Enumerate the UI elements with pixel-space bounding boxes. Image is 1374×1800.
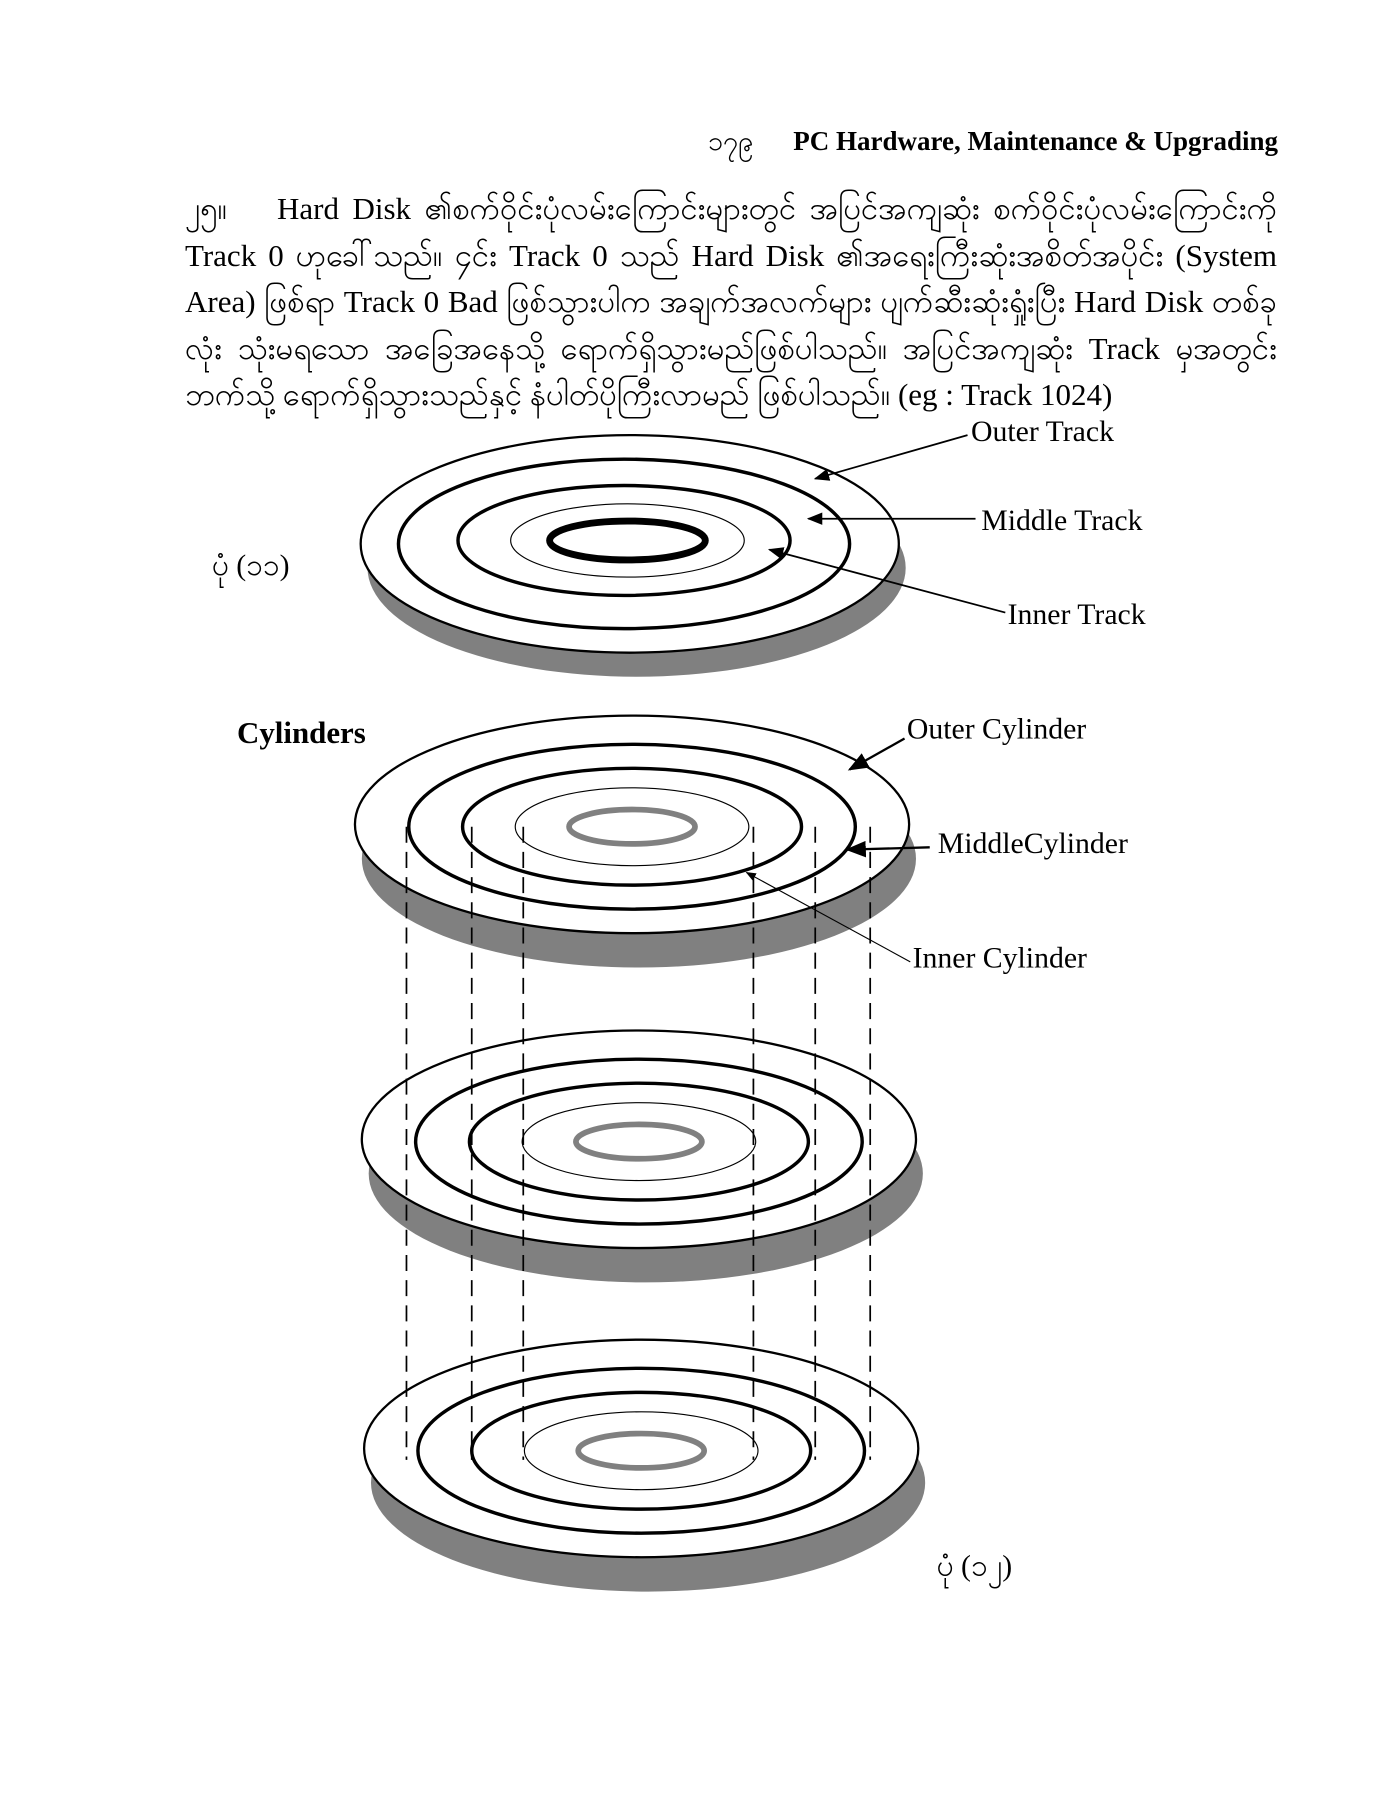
inner-cylinder-ring [523, 1411, 759, 1491]
middle-cylinder-label: MiddleCylinder [938, 827, 1128, 860]
paragraph-number: ၂၅။ [185, 191, 228, 226]
page-number: ၁၇၉ [707, 126, 754, 156]
spindle-hole [566, 806, 698, 847]
inner-cylinder-label: Inner Cylinder [913, 942, 1087, 975]
middle-cylinder-ring [460, 766, 804, 887]
outer-cylinder-label: Outer Cylinder [907, 713, 1086, 746]
body-paragraph: ၂၅။Hard Disk ၏စက်ဝိုင်းပုံလမ်းကြောင်းမျာ… [185, 186, 1277, 419]
figure-11-caption: ပုံ (၁၁) [212, 549, 290, 588]
inner-cylinder-ring [514, 787, 750, 867]
middle-cylinder-ring [470, 1390, 813, 1511]
middle-cylinder-ring [467, 1081, 811, 1202]
inner-cylinder-arrow [745, 872, 911, 963]
outer-cylinder-arrow [847, 737, 906, 771]
middle-cylinder-arrow [845, 840, 930, 858]
cylinders-title: Cylinders [237, 715, 366, 750]
outer-track-arrow [813, 434, 968, 481]
page-header: ၁၇၉ PC Hardware, Maintenance & Upgrading [708, 124, 1278, 164]
figure-12-caption: ပုံ (၁၂) [937, 1550, 1013, 1589]
outer-cylinder-ring [407, 742, 858, 911]
outer-cylinder-ring [413, 1057, 864, 1226]
track-disk [359, 433, 906, 677]
cylinder-platters [353, 714, 926, 1592]
inner-cylinder-ring [521, 1102, 757, 1182]
book-title: PC Hardware, Maintenance & Upgrading [793, 126, 1278, 156]
inner-track-label: Inner Track [1008, 598, 1146, 631]
paragraph-text: Hard Disk ၏စက်ဝိုင်းပုံလမ်းကြောင်းများတွ… [185, 191, 1277, 412]
inner-track-arrow [767, 547, 1006, 614]
outer-cylinder-ring [416, 1366, 867, 1535]
outer-track-label: Outer Track [971, 415, 1114, 448]
spindle-hole [575, 1430, 708, 1471]
middle-track-label: Middle Track [981, 504, 1142, 537]
spindle-hole [573, 1121, 705, 1162]
